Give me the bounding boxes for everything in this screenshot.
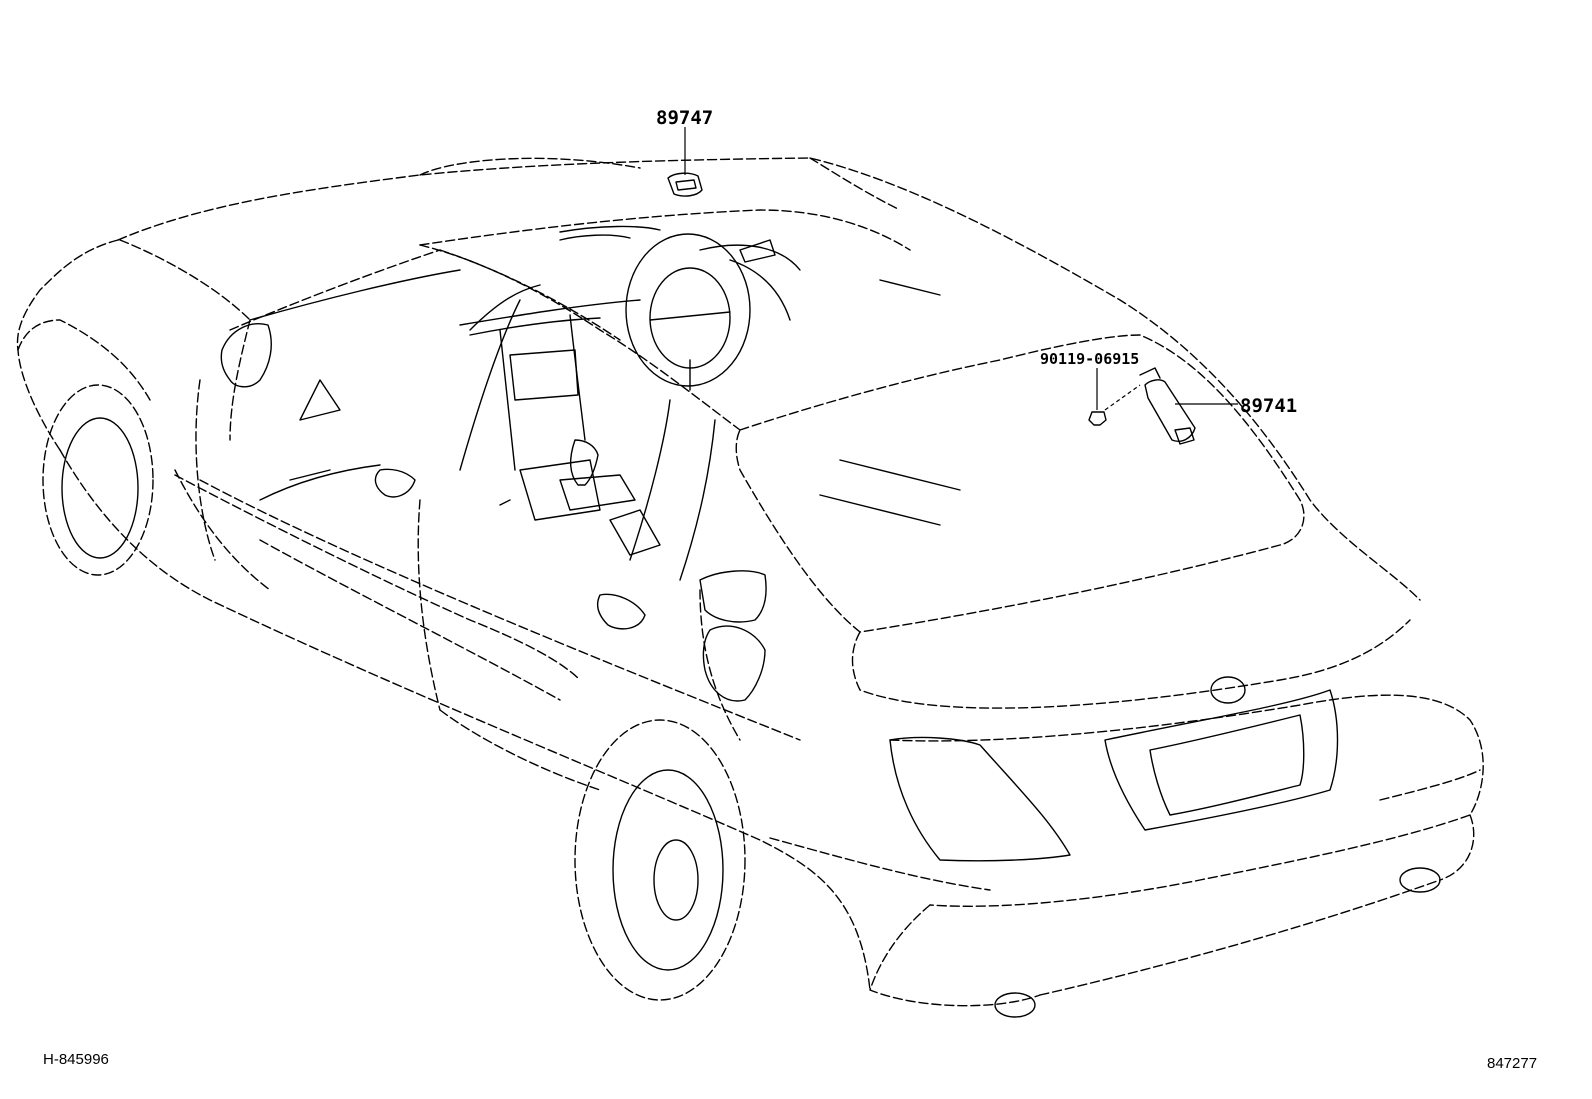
part-89747[interactable]: 89747 <box>656 107 713 197</box>
part-89741[interactable]: 89741 <box>1139 367 1297 445</box>
interior-outline <box>259 225 961 623</box>
sensor-89747-icon <box>667 172 703 197</box>
callout-label-90119-06915: 90119-06915 <box>1040 350 1139 368</box>
part-90119-06915[interactable]: 90119-06915 <box>1040 350 1141 426</box>
diagram-number: 847277 <box>1487 1055 1537 1072</box>
illustration-id: H-845996 <box>43 1051 109 1068</box>
callout-label-89741: 89741 <box>1240 395 1297 417</box>
sensor-89741-icon <box>1144 379 1196 442</box>
car-body-outline <box>16 157 1484 1018</box>
bolt-icon <box>1088 411 1107 426</box>
callout-label-89747: 89747 <box>656 107 713 129</box>
